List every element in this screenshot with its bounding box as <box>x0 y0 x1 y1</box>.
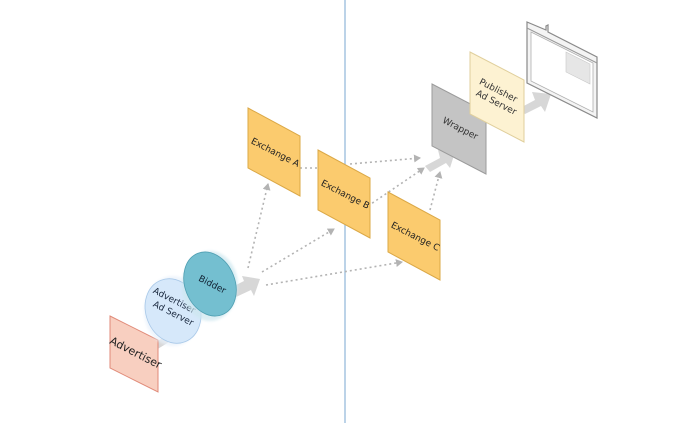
arrow-wrapper-in <box>425 150 455 172</box>
publisher-ad-server-node: Publisher Ad Server <box>469 51 525 143</box>
dotted-connectors <box>247 154 443 286</box>
exchange-c-node: Exchange C <box>387 191 441 281</box>
exchange-a-node: Exchange A <box>247 107 302 197</box>
link-bidder-exchange-c <box>265 259 403 286</box>
link-exchange-b-wrapper <box>367 167 425 207</box>
advertiser-node: Advertiser <box>107 315 164 393</box>
bidder-node: Bidder <box>182 251 238 321</box>
browser-window-icon <box>526 21 598 119</box>
link-exchange-b-wrapper-top <box>349 154 421 165</box>
exchange-b-node: Exchange B <box>317 149 371 239</box>
link-exchange-c-wrapper <box>429 171 443 211</box>
link-bidder-exchange-a <box>247 183 271 269</box>
arrow-to-browser <box>520 92 551 114</box>
link-bidder-exchange-b <box>261 228 335 273</box>
